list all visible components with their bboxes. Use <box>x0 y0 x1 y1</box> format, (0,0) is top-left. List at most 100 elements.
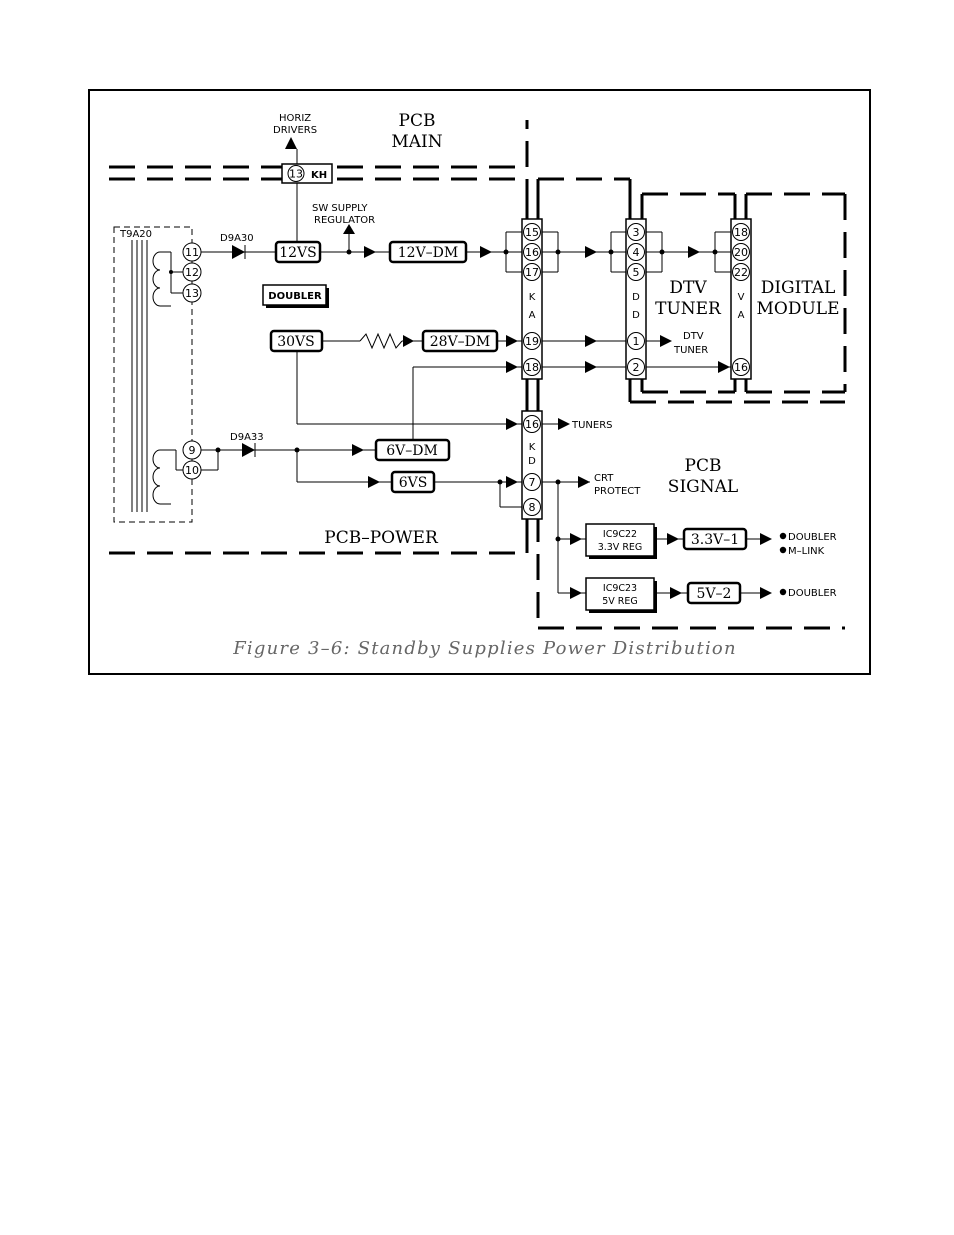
connector-va: 18 20 22 V A 16 <box>730 218 752 380</box>
dd-pin-2: 2 <box>633 361 640 374</box>
supply-6vs <box>390 470 436 494</box>
m-link-bullet-icon <box>779 546 787 554</box>
ka-label-2: A <box>529 310 536 321</box>
pin-10: 10 <box>185 464 199 477</box>
digital-module-label-2: MODULE <box>757 299 840 319</box>
diode-d9a33-icon <box>242 443 255 457</box>
dd-va-wiring <box>646 231 731 373</box>
ka-pin-16: 16 <box>525 246 539 259</box>
sw-supply-label-2: REGULATOR <box>314 215 375 226</box>
diode-d9a33-label: D9A33 <box>230 432 264 443</box>
regulator-ic9c23 <box>585 577 655 611</box>
ic9c22-label-1: IC9C22 <box>603 529 637 540</box>
supply-5v-2-label: 5V–2 <box>697 586 732 602</box>
dtv-tuner-label-1: DTV <box>669 278 707 298</box>
transformer-label: T9A20 <box>119 229 152 240</box>
pin-11: 11 <box>185 246 199 259</box>
doubler-out-1-label: DOUBLER <box>788 532 837 543</box>
transformer-t9a20: T9A20 <box>113 226 193 523</box>
pcb-main-label-2: MAIN <box>391 132 442 152</box>
kd-pin-16: 16 <box>525 418 539 431</box>
va-label-1: V <box>738 292 745 303</box>
doubler-box-label: DOUBLER <box>268 291 322 302</box>
kh-label: KH <box>311 170 327 181</box>
supply-3v3-1-label: 3.3V–1 <box>691 532 739 548</box>
supply-12v-dm-label: 12V–DM <box>398 245 458 261</box>
va-label-2: A <box>738 310 745 321</box>
m-link-label: M–LINK <box>788 546 825 557</box>
doubler-box <box>262 284 327 306</box>
rail-30vs <box>296 332 522 430</box>
pin-13: 13 <box>185 287 199 300</box>
pin-9: 9 <box>189 444 196 457</box>
horiz-drivers-label-1: HORIZ <box>279 113 311 124</box>
connector-kd: 16 K D 7 8 <box>521 410 543 520</box>
ic9c23-label-1: IC9C23 <box>603 583 637 594</box>
resistor-icon <box>359 332 403 350</box>
pin-12: 12 <box>185 266 199 279</box>
dtv-tuner-small-label-1: DTV <box>683 331 704 342</box>
tuners-arrow-icon <box>558 418 570 430</box>
ka-pin-19: 19 <box>525 335 539 348</box>
ic9c22-label-2: 3.3V REG <box>598 542 643 553</box>
ic9c23-label-2: 5V REG <box>602 596 638 607</box>
kd-label-2: D <box>528 456 536 467</box>
transformer-pins: 11 12 13 9 10 <box>182 242 202 480</box>
va-pin-16: 16 <box>734 361 748 374</box>
va-pin-20: 20 <box>734 246 748 259</box>
supply-12vs-label: 12VS <box>279 245 317 261</box>
digital-module-label-1: DIGITAL <box>761 278 836 298</box>
kd-label-1: K <box>529 442 536 453</box>
rail-12vs: D9A30 <box>201 224 522 273</box>
dtv-tuner-label-2: TUNER <box>655 299 722 319</box>
supply-28v-dm-label: 28V–DM <box>430 334 490 350</box>
sw-supply-label-1: SW SUPPLY <box>312 203 368 214</box>
supply-28v-dm <box>421 329 499 353</box>
pcb-signal-label-1: PCB <box>685 456 722 476</box>
doubler-bullet-icon <box>779 532 787 540</box>
doubler-out-2-label: DOUBLER <box>788 588 837 599</box>
tuners-label: TUNERS <box>571 420 613 431</box>
dtv-tuner-small-label-2: TUNER <box>673 345 708 356</box>
figure-caption: Figure 3–6: Standby Supplies Power Distr… <box>232 638 737 659</box>
regulator-ic9c22 <box>585 523 655 557</box>
pcb-signal-boundary <box>536 177 845 630</box>
va-pin-18: 18 <box>734 226 748 239</box>
supply-12v-dm <box>388 240 468 264</box>
connector-dd: 3 4 5 D D 1 2 <box>625 218 647 380</box>
dd-pin-5: 5 <box>633 266 640 279</box>
crt-protect-label-2: PROTECT <box>594 486 641 497</box>
connector-ka: 15 16 17 K A 19 18 <box>521 218 543 380</box>
ka-pin-18: 18 <box>525 361 539 374</box>
kd-pin-7: 7 <box>529 476 536 489</box>
va-pin-22: 22 <box>734 266 748 279</box>
supply-6v-dm-label: 6V–DM <box>386 443 438 459</box>
dd-pin-4: 4 <box>633 246 640 259</box>
crt-protect-arrow-icon <box>578 476 590 488</box>
supply-6vs-label: 6VS <box>399 475 428 491</box>
supply-6v-dm <box>374 438 451 462</box>
rail-6v <box>201 361 522 508</box>
supply-12vs <box>274 240 322 264</box>
digital-module-boundary <box>746 192 847 394</box>
horiz-drivers-label-2: DRIVERS <box>273 125 317 136</box>
kd-pin-8: 8 <box>529 501 536 514</box>
diode-d9a30-label: D9A30 <box>220 233 254 244</box>
figure-frame <box>88 89 871 675</box>
ka-pin-15: 15 <box>525 226 539 239</box>
ka-label-1: K <box>529 292 536 303</box>
sw-supply-arrow-icon <box>343 224 355 234</box>
pcb-power-label: PCB–POWER <box>324 528 439 548</box>
diode-d9a30-icon <box>232 245 245 259</box>
ka-pin-17: 17 <box>525 266 539 279</box>
pcb-signal-label-2: SIGNAL <box>668 477 738 497</box>
dd-pin-1: 1 <box>633 335 640 348</box>
ka-dd-wiring <box>542 231 626 373</box>
supply-30vs-label: 30VS <box>277 334 315 350</box>
dd-pin-3: 3 <box>633 226 640 239</box>
kh-pin-13: 13 <box>289 168 303 181</box>
doubler-2-bullet-icon <box>779 588 787 596</box>
horiz-drivers-arrow-icon <box>285 137 297 149</box>
dd-label-2: D <box>632 310 640 321</box>
